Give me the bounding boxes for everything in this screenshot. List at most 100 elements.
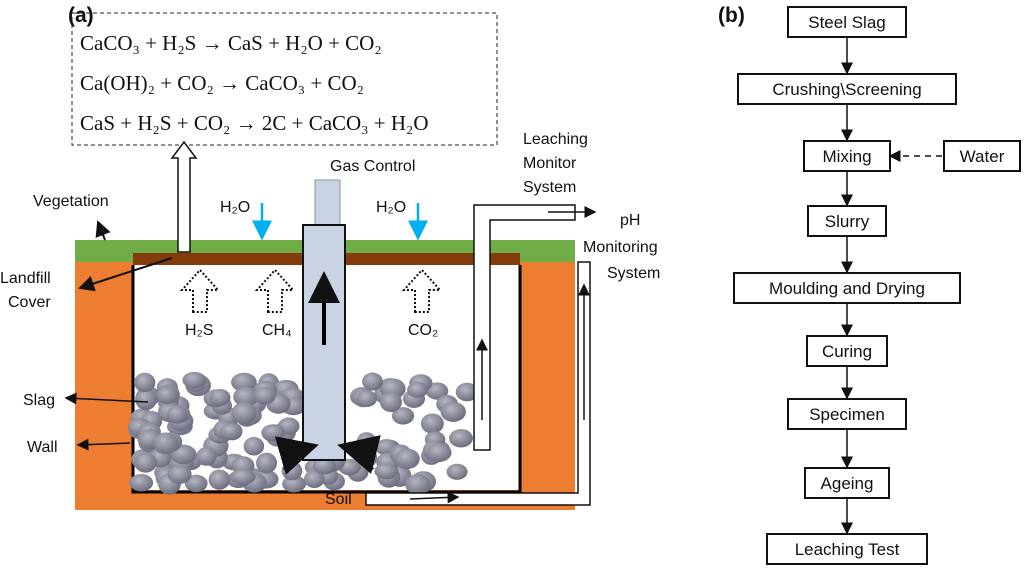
landfill-liner	[131, 265, 522, 494]
ph-monitoring-label: Monitoring	[583, 239, 658, 256]
landfill-cover-label: Landfill	[0, 270, 51, 287]
ch4-label: CH₄	[262, 322, 292, 339]
slag-stone	[440, 401, 466, 422]
water-label: H₂O	[220, 199, 250, 216]
slag-stone	[219, 422, 242, 440]
slag-stone	[379, 391, 402, 413]
leaching-monitor-pipe	[473, 204, 576, 451]
slag-stone	[449, 429, 473, 448]
curved-arrow-right-icon	[337, 435, 381, 474]
slag-stone	[356, 432, 377, 453]
co2-label: CO₂	[408, 322, 438, 339]
equation-2: Ca(OH)₂ + CO₂ → CaCO₃ + CO₂	[80, 71, 364, 95]
slag-stone	[455, 382, 479, 402]
slag-stone	[256, 452, 278, 474]
leaching-monitor-label: Leaching	[523, 131, 588, 148]
wall-pointer	[76, 438, 131, 451]
slag-pile	[127, 371, 479, 495]
water-label: H₂O	[376, 199, 406, 216]
arrow-right-icon	[409, 491, 460, 504]
flow-step-label: Mixing	[822, 147, 871, 166]
slag-stone	[184, 474, 208, 493]
slag-stone	[231, 372, 257, 392]
process-flowchart: Steel SlagCrushing\ScreeningMixingSlurry…	[733, 6, 961, 565]
slag-stone	[133, 372, 156, 393]
slag-stone	[426, 443, 452, 462]
slag-stone	[166, 405, 188, 424]
slag-stone	[208, 469, 231, 490]
flow-step-label: Slurry	[825, 212, 870, 231]
slag-label: Slag	[23, 392, 55, 409]
cover-pointer	[78, 257, 173, 292]
equation-3: CaS + H₂S + CO₂ → 2C + CaCO₃ + H₂O	[80, 111, 429, 135]
h2s-label: H₂S	[185, 322, 213, 339]
slag-pointer	[64, 392, 149, 405]
vegetation-left	[75, 240, 133, 262]
flow-step-label: Ageing	[821, 474, 874, 493]
slag-stone	[446, 463, 468, 480]
ph-monitoring-label: pH	[620, 212, 640, 229]
slag-stone	[420, 413, 444, 434]
vegetation-label: Vegetation	[33, 193, 109, 210]
slag-stone	[196, 447, 217, 466]
slag-stone	[407, 381, 428, 398]
soil-label: Soil	[325, 491, 352, 508]
flow-text-water: Water	[960, 147, 1005, 166]
ch4-arrow-icon	[254, 268, 296, 313]
slag-stone	[374, 463, 399, 480]
flow-step-label: Steel Slag	[808, 13, 886, 32]
slag-stone	[135, 388, 157, 411]
flow-box	[737, 73, 957, 105]
ph-monitoring-label: System	[607, 265, 660, 282]
flow-step-label: Crushing\Screening	[772, 80, 921, 99]
slag-stone	[405, 474, 431, 495]
flow-box	[803, 140, 891, 172]
slag-stone	[233, 386, 259, 407]
leaching-monitor-label: System	[523, 179, 576, 196]
ph-monitoring-pipe	[365, 261, 591, 506]
panel-a-label: (a)	[68, 4, 94, 27]
flow-step-label: Leaching Test	[795, 540, 900, 559]
flow-box	[733, 272, 961, 304]
slag-stone	[134, 452, 157, 473]
slag-stone	[231, 402, 257, 424]
gas-control-label: Gas Control	[330, 158, 415, 175]
slag-stone	[243, 436, 265, 456]
right-wall	[520, 255, 575, 510]
slag-stone	[182, 371, 207, 389]
flow-box	[806, 335, 888, 367]
slag-stone	[394, 448, 420, 470]
slag-stone	[153, 432, 179, 455]
leaching-monitor-label: Monitor	[523, 155, 577, 172]
flow-step-label: Curing	[822, 342, 872, 361]
left-wall	[75, 255, 133, 510]
slag-stone	[425, 382, 449, 400]
equation-1: CaCO₃ + H₂S → CaS + H₂O + CO₂	[80, 31, 382, 55]
curved-arrow-left-icon	[274, 436, 319, 475]
landfill-cover-label: Cover	[8, 294, 51, 311]
slag-stone	[253, 386, 276, 405]
flow-box	[787, 6, 907, 38]
flow-box	[766, 533, 928, 565]
slag-stone	[167, 464, 192, 484]
vegetation-right	[518, 240, 575, 262]
flow-box-water	[943, 140, 1021, 172]
flow-step-label: Moulding and Drying	[769, 279, 925, 298]
slag-stone	[282, 475, 307, 493]
slag-stone	[129, 473, 154, 492]
slag-stone	[362, 372, 383, 391]
gas-pipe-top	[314, 179, 341, 226]
slag-stone	[261, 424, 286, 442]
slag-stone	[356, 390, 377, 408]
wall-label: Wall	[27, 439, 58, 456]
slag-stone	[156, 386, 178, 405]
slag-stone	[391, 407, 415, 425]
h2s-arrow-icon	[179, 268, 221, 313]
slag-stone	[229, 468, 256, 485]
vent-arrow-icon	[170, 140, 198, 253]
co2-arrow-icon	[401, 268, 443, 313]
vegetation-pointer	[95, 220, 111, 241]
slag-stone	[209, 388, 231, 406]
flow-box	[804, 467, 890, 499]
